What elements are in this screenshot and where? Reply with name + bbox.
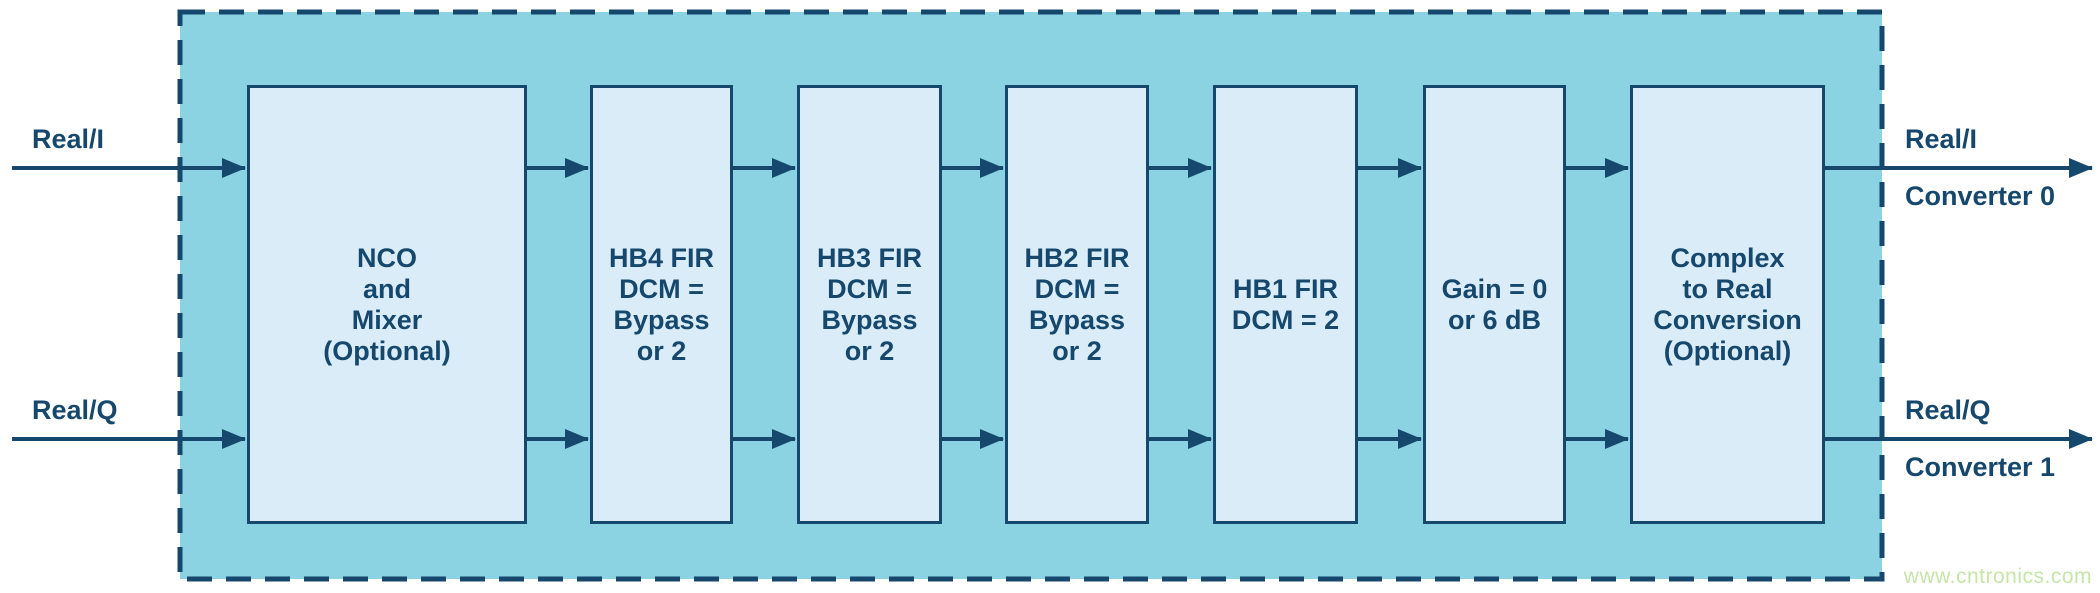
output-label-converter-1: Converter 1 [1905,452,2056,482]
output-label-converter-0: Converter 0 [1905,181,2056,211]
block-hb4-fir: HB4 FIR DCM = Bypass or 2 [590,85,733,524]
watermark-text: www.cntronics.com [1903,565,2092,588]
input-label-real-i: Real/I [32,124,105,154]
block-hb2-fir: HB2 FIR DCM = Bypass or 2 [1005,85,1149,524]
output-label-real-q: Real/Q [1905,395,1991,425]
block-nco-mixer: NCO and Mixer (Optional) [247,85,527,524]
input-label-real-q: Real/Q [32,395,118,425]
block-hb3-fir: HB3 FIR DCM = Bypass or 2 [797,85,942,524]
block-gain: Gain = 0 or 6 dB [1423,85,1566,524]
output-label-real-i: Real/I [1905,124,1978,154]
block-complex-to-real: Complex to Real Conversion (Optional) [1630,85,1825,524]
block-hb1-fir: HB1 FIR DCM = 2 [1213,85,1358,524]
